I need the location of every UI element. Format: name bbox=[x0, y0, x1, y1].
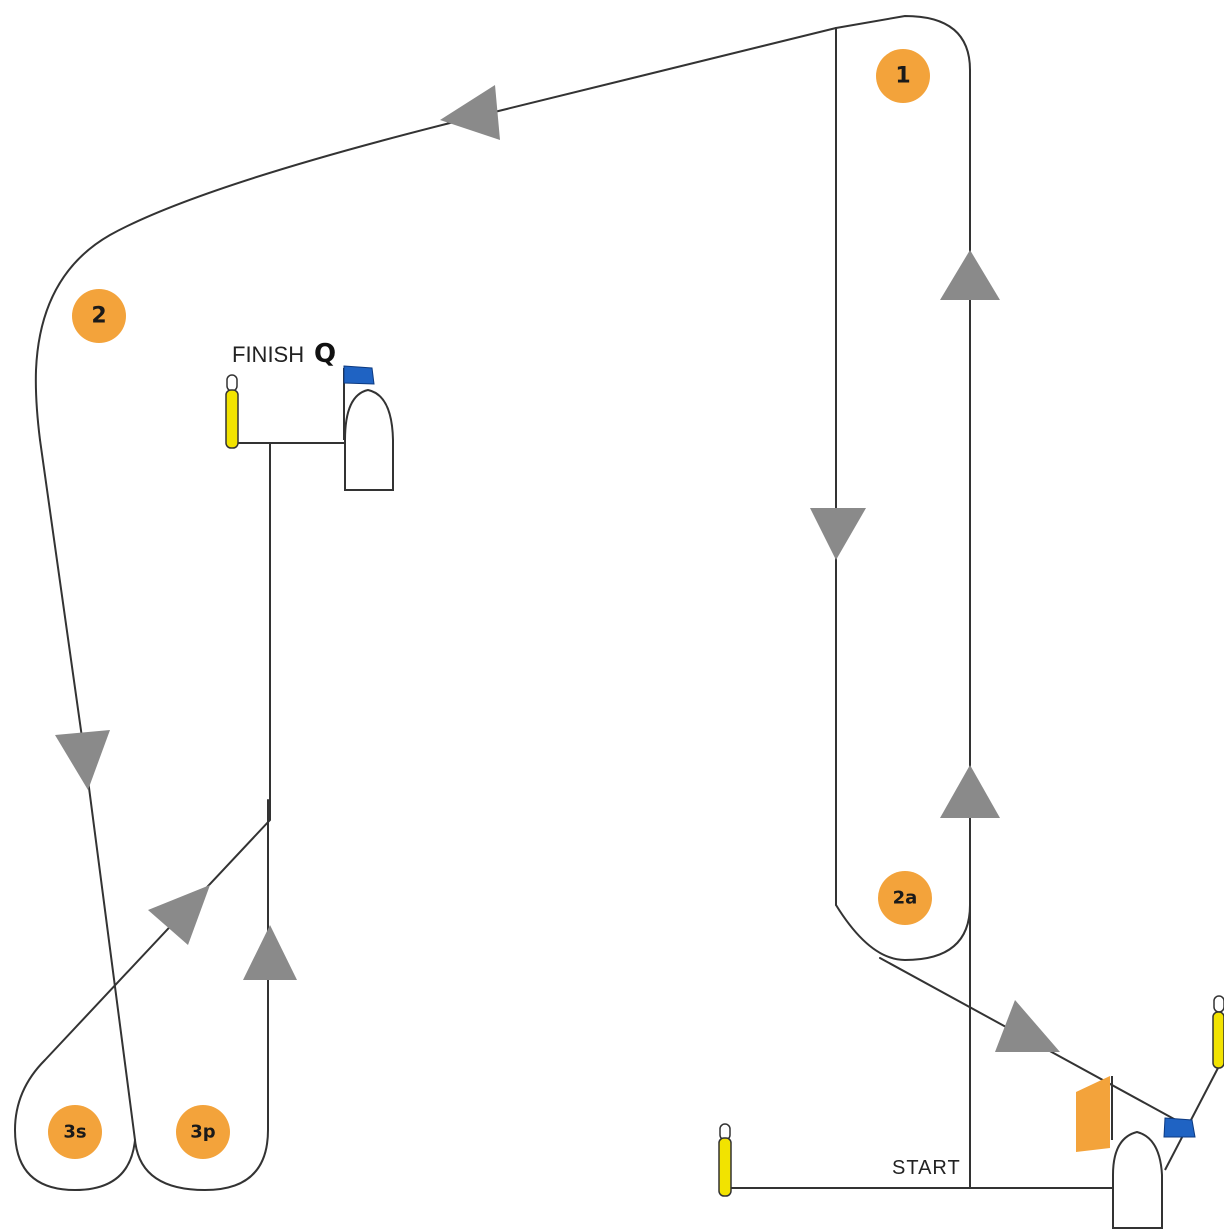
finish-flag-letter: Q bbox=[314, 339, 336, 369]
mark-3p-label: 3p bbox=[190, 1122, 216, 1143]
mark-3p: 3p bbox=[176, 1105, 230, 1159]
finish-buoy bbox=[225, 374, 239, 449]
start-committee-boat bbox=[1076, 1076, 1196, 1229]
mark-1: 1 bbox=[876, 49, 930, 103]
rounding-gate bbox=[14, 819, 271, 1191]
start-label: START bbox=[892, 1157, 961, 1179]
blue-flag-icon bbox=[1163, 1117, 1196, 1138]
finish-label: FINISH bbox=[232, 342, 304, 367]
arrow-left-top bbox=[440, 85, 500, 140]
reach-to-mark-2 bbox=[34, 27, 837, 441]
mark-2a: 2a bbox=[878, 871, 932, 925]
rounding-mark-2a bbox=[835, 904, 971, 961]
right-pin-buoy bbox=[1212, 995, 1224, 1069]
arrow-up-right-leg bbox=[940, 250, 1000, 300]
start-pin-buoy bbox=[718, 1123, 732, 1197]
mark-2a-label: 2a bbox=[893, 888, 918, 909]
arrow-down-centre bbox=[810, 508, 866, 560]
mark-1-label: 1 bbox=[895, 64, 910, 89]
mark-2: 2 bbox=[72, 289, 126, 343]
mark-3s-label: 3s bbox=[63, 1122, 86, 1143]
mark-3s: 3s bbox=[48, 1105, 102, 1159]
finish-committee-boat bbox=[343, 365, 394, 491]
arrow-up-right-leg-lower bbox=[940, 765, 1000, 818]
leg-to-mark-3s bbox=[39, 439, 136, 1141]
arrow-right-reach bbox=[995, 1000, 1060, 1052]
pin-line bbox=[1164, 1067, 1219, 1171]
arrow-up-diagonal bbox=[148, 885, 210, 945]
rounding-gate-3p bbox=[134, 799, 269, 1191]
mark-2-label: 2 bbox=[91, 304, 106, 329]
orange-flag-icon bbox=[1076, 1076, 1110, 1152]
arrow-up-3p bbox=[243, 925, 297, 980]
blue-flag-icon bbox=[343, 365, 375, 385]
rounding-mark-1 bbox=[835, 15, 971, 211]
arrow-down-left bbox=[55, 730, 110, 790]
